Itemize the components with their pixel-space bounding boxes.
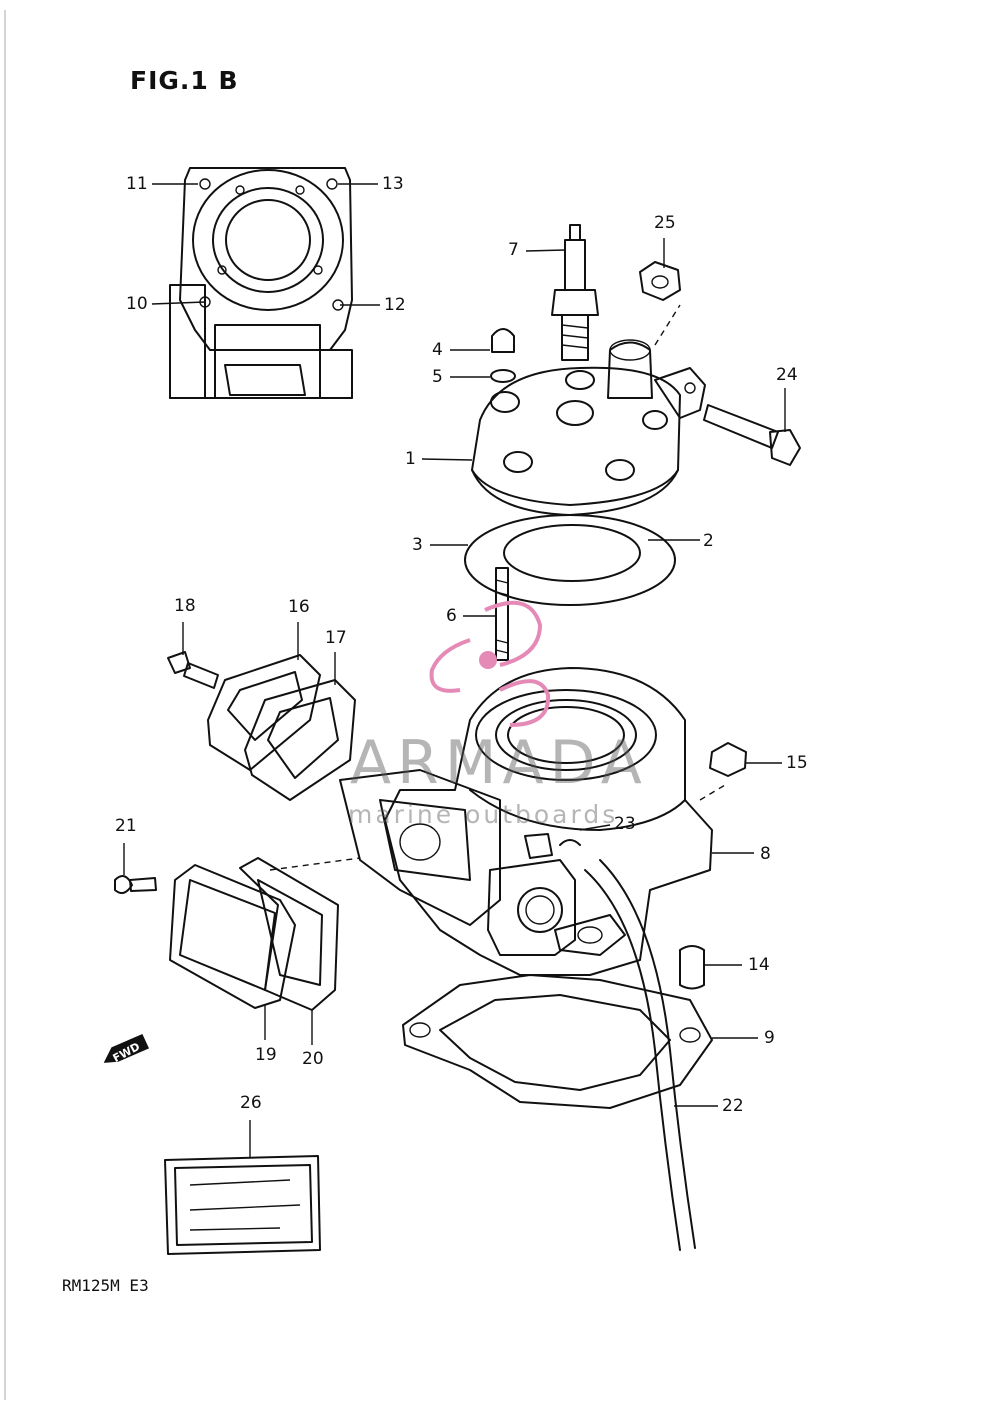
callout-10: 10 <box>126 294 148 314</box>
head-gaskets <box>464 514 676 606</box>
hose-22 <box>584 859 696 1251</box>
bolt-24 <box>703 404 801 466</box>
callout-25: 25 <box>654 213 676 233</box>
figure-title: FIG.1 B <box>130 66 239 95</box>
fwd-arrow-icon <box>103 1034 150 1063</box>
callout-24: 24 <box>776 365 798 385</box>
label-plate-26 <box>164 1155 321 1255</box>
callout-1: 1 <box>405 449 416 469</box>
cylinder-block <box>339 667 713 976</box>
callout-23: 23 <box>614 814 636 834</box>
callout-7: 7 <box>508 240 519 260</box>
callout-22: 22 <box>722 1096 744 1116</box>
dowel-14 <box>679 945 705 990</box>
callout-11: 11 <box>126 174 148 194</box>
model-code: RM125M E3 <box>62 1276 149 1295</box>
callout-13: 13 <box>382 174 404 194</box>
callout-16: 16 <box>288 597 310 617</box>
callout-20: 20 <box>302 1049 324 1069</box>
cylinder-head <box>471 339 706 516</box>
base-gasket <box>402 974 713 1109</box>
callout-6: 6 <box>446 606 457 626</box>
callout-17: 17 <box>325 628 347 648</box>
callout-2: 2 <box>703 531 714 551</box>
callout-8: 8 <box>760 844 771 864</box>
watermark-logo-mark <box>429 600 551 727</box>
callout-26: 26 <box>240 1093 262 1113</box>
spark-plug <box>551 224 599 361</box>
callout-9: 9 <box>764 1028 775 1048</box>
reed-cover <box>114 857 339 1011</box>
leader-lines <box>123 183 786 1158</box>
callout-4: 4 <box>432 340 443 360</box>
nut-25 <box>639 261 681 301</box>
callout-19: 19 <box>255 1045 277 1065</box>
callout-18: 18 <box>174 596 196 616</box>
callout-14: 14 <box>748 955 770 975</box>
callout-15: 15 <box>786 753 808 773</box>
cylinder-top-view <box>169 167 353 399</box>
stud-6 <box>495 567 509 661</box>
callout-5: 5 <box>432 367 443 387</box>
reed-valve-gaskets <box>167 651 356 801</box>
watermark-brand: ARMADA <box>350 728 648 798</box>
nut-15 <box>709 742 747 777</box>
callout-21: 21 <box>115 816 137 836</box>
cap-nut-4 <box>490 328 516 383</box>
callout-3: 3 <box>412 535 423 555</box>
callout-12: 12 <box>384 295 406 315</box>
watermark-subtitle: marine outboards <box>348 800 619 829</box>
